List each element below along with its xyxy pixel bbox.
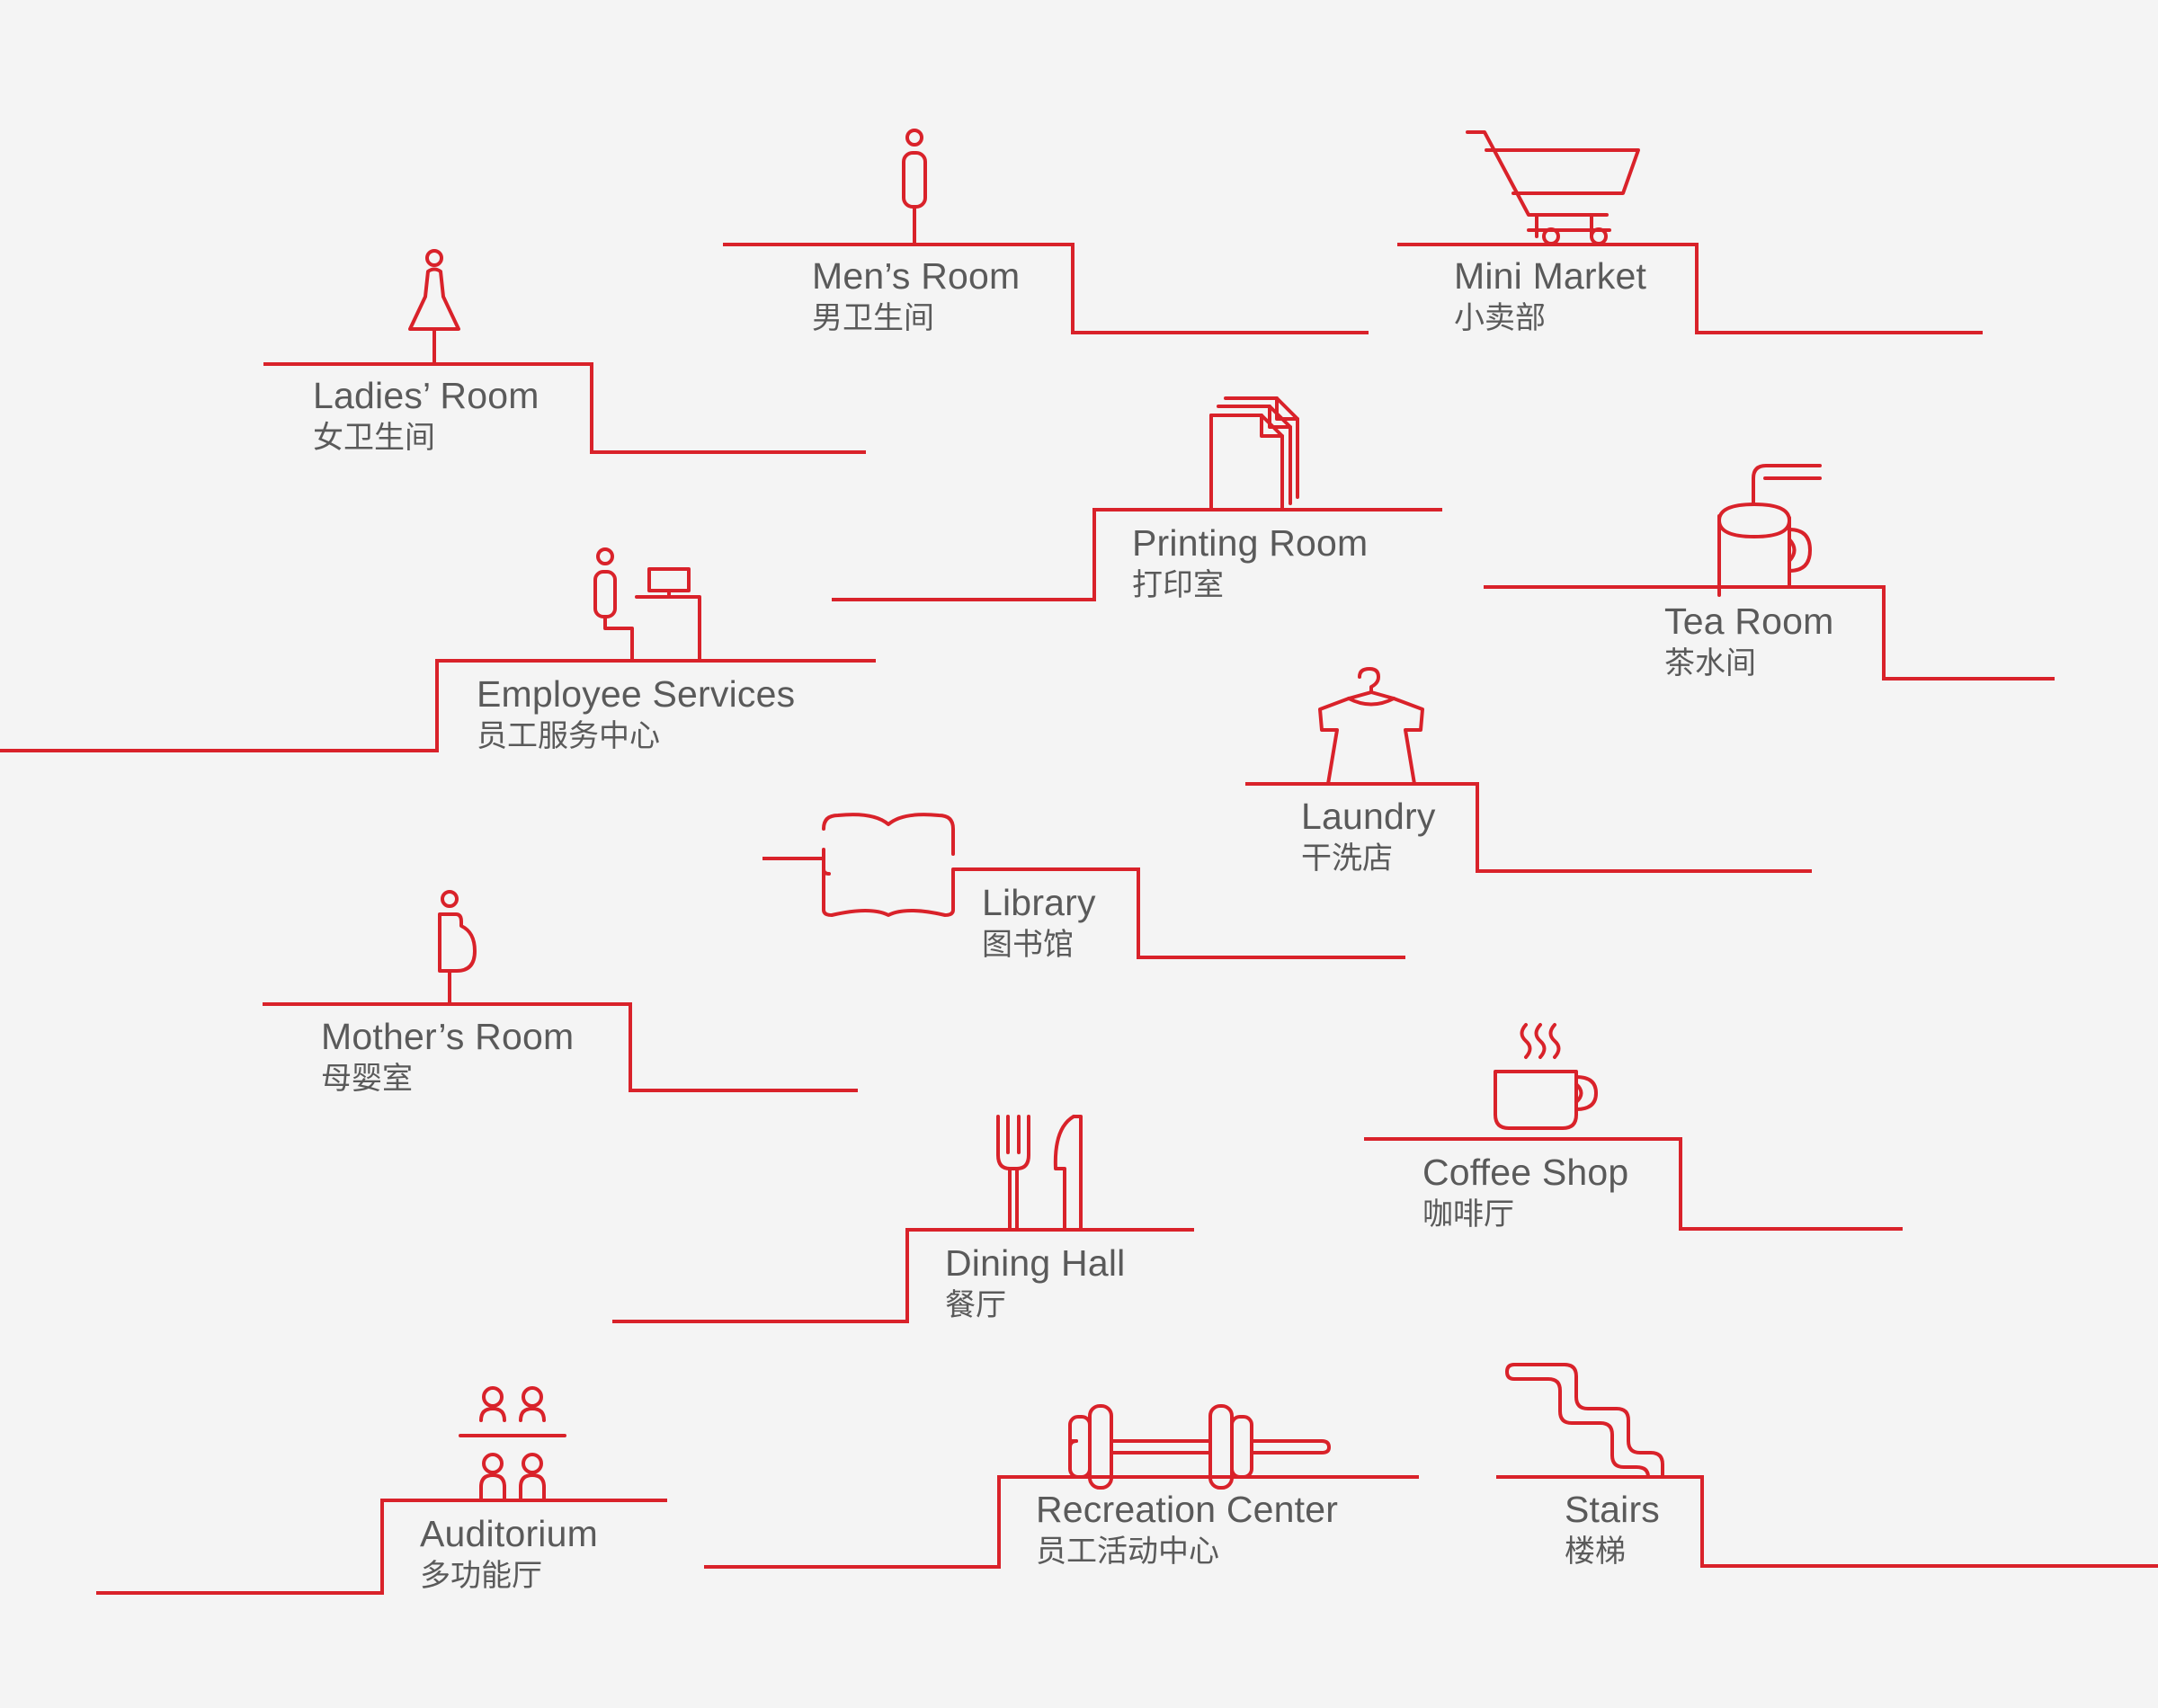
label-auditorium: Auditorium 多功能厅 xyxy=(420,1512,598,1597)
stairs-icon xyxy=(1505,1363,1664,1479)
label-zh: 楼梯 xyxy=(1565,1534,1626,1570)
sign-auditorium xyxy=(96,1386,667,1595)
audience-icon xyxy=(459,1386,566,1502)
step-line xyxy=(1245,782,1812,873)
label-en: Tea Room xyxy=(1664,600,1834,642)
label-zh: 打印室 xyxy=(1132,567,1224,603)
label-zh: 图书馆 xyxy=(982,927,1074,963)
step-line xyxy=(1484,585,2055,681)
sign-printing-room xyxy=(832,396,1442,601)
step-line xyxy=(1397,243,1983,334)
documents-icon xyxy=(1209,396,1299,512)
label-en: Laundry xyxy=(1301,796,1436,837)
label-printing-room: Printing Room 打印室 xyxy=(1132,521,1368,606)
label-zh: 咖啡厅 xyxy=(1422,1196,1514,1232)
label-dining-hall: Dining Hall 餐厅 xyxy=(945,1241,1125,1326)
label-mens-room: Men’s Room 男卫生间 xyxy=(812,254,1020,339)
label-zh: 母婴室 xyxy=(321,1061,413,1097)
shopping-cart-icon xyxy=(1466,130,1640,245)
label-zh: 员工服务中心 xyxy=(477,718,660,754)
label-en: Mini Market xyxy=(1454,255,1647,297)
label-en: Dining Hall xyxy=(945,1242,1126,1284)
label-en: Employee Services xyxy=(477,673,796,715)
step-line xyxy=(263,362,866,454)
label-employee-services: Employee Services 员工服务中心 xyxy=(477,672,795,757)
label-ladies-room: Ladies’ Room 女卫生间 xyxy=(313,374,540,458)
sign-employee-services xyxy=(0,547,876,752)
sign-coffee-shop xyxy=(1364,1023,1903,1231)
label-mini-market: Mini Market 小卖部 xyxy=(1454,254,1646,339)
coffee-cup-icon xyxy=(1494,1023,1598,1130)
sign-mothers-room xyxy=(263,890,858,1092)
label-zh: 员工活动中心 xyxy=(1036,1534,1219,1570)
label-zh: 女卫生间 xyxy=(313,420,435,456)
sign-recreation-center xyxy=(704,1404,1419,1569)
label-en: Recreation Center xyxy=(1036,1489,1339,1530)
step-line xyxy=(723,243,1369,334)
label-library: Library 图书馆 xyxy=(982,881,1096,965)
shirt-on-hanger-icon xyxy=(1318,667,1424,786)
sign-tea-room xyxy=(1484,464,2055,681)
step-line xyxy=(612,1228,1194,1323)
label-en: Ladies’ Room xyxy=(313,375,540,416)
label-zh: 小卖部 xyxy=(1454,300,1546,336)
step-line xyxy=(0,659,876,752)
sign-stairs xyxy=(1496,1363,2158,1568)
label-laundry: Laundry 干洗店 xyxy=(1301,795,1436,879)
tea-mug-icon xyxy=(1717,464,1822,597)
label-zh: 茶水间 xyxy=(1664,645,1756,681)
sign-mini-market xyxy=(1397,130,1983,334)
sign-laundry xyxy=(1245,667,1812,873)
sign-mens-room xyxy=(723,129,1369,334)
dumbbell-icon xyxy=(1068,1404,1331,1490)
service-desk-icon xyxy=(593,547,701,663)
label-coffee-shop: Coffee Shop 咖啡厅 xyxy=(1422,1151,1628,1235)
label-recreation-center: Recreation Center 员工活动中心 xyxy=(1036,1488,1338,1572)
sign-library xyxy=(762,813,1405,959)
label-mothers-room: Mother’s Room 母婴室 xyxy=(321,1015,574,1099)
step-line xyxy=(263,1002,858,1092)
label-en: Mother’s Room xyxy=(321,1016,575,1057)
label-zh: 干洗店 xyxy=(1301,841,1393,876)
step-line xyxy=(762,857,1405,959)
pregnant-woman-icon xyxy=(438,890,477,1006)
fork-knife-icon xyxy=(996,1115,1083,1232)
label-en: Library xyxy=(982,882,1096,923)
step-line xyxy=(1496,1475,2158,1568)
label-en: Printing Room xyxy=(1132,522,1369,564)
sign-dining-hall xyxy=(612,1115,1194,1323)
step-line xyxy=(832,508,1442,601)
label-tea-room: Tea Room 茶水间 xyxy=(1664,600,1833,684)
label-zh: 多功能厅 xyxy=(420,1558,542,1594)
label-zh: 男卫生间 xyxy=(812,300,934,336)
label-en: Men’s Room xyxy=(812,255,1021,297)
sign-ladies-room xyxy=(263,249,866,454)
open-book-icon xyxy=(822,813,955,917)
label-stairs: Stairs 楼梯 xyxy=(1565,1488,1660,1572)
step-line xyxy=(1364,1137,1903,1231)
label-en: Auditorium xyxy=(420,1513,598,1554)
label-en: Coffee Shop xyxy=(1422,1152,1629,1193)
woman-icon xyxy=(408,249,460,366)
step-line xyxy=(96,1499,667,1595)
label-zh: 餐厅 xyxy=(945,1287,1006,1323)
man-icon xyxy=(902,129,927,246)
label-en: Stairs xyxy=(1565,1489,1661,1530)
